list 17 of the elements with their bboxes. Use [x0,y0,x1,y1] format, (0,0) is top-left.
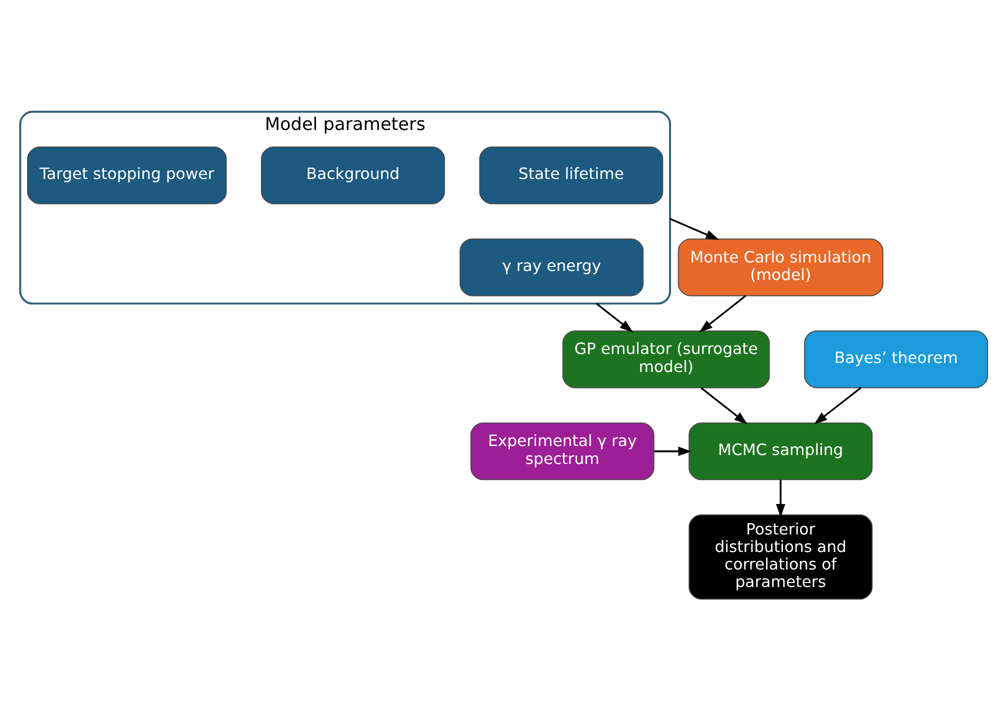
arrow [654,446,692,456]
arrow [776,479,786,517]
arrow [670,218,720,240]
node-box: Monte Carlo simulation (model) [678,238,884,296]
node-box: MCMC sampling [688,422,873,480]
node-box: Bayes’ theorem [804,330,988,388]
node-box: Experimental γ ray spectrum [470,422,654,480]
node-box: Target stopping power [27,146,227,204]
arrow [814,386,862,424]
node-box: γ ray energy [460,238,644,296]
arrow [699,294,746,332]
node-box: Background [260,146,445,204]
node-box: GP emulator (surrogate model) [562,330,770,388]
node-box: Posterior distributions and correlations of parameters [688,514,873,600]
node-box: State lifetime [479,146,664,204]
arrow [700,386,748,424]
arrow [596,302,634,332]
